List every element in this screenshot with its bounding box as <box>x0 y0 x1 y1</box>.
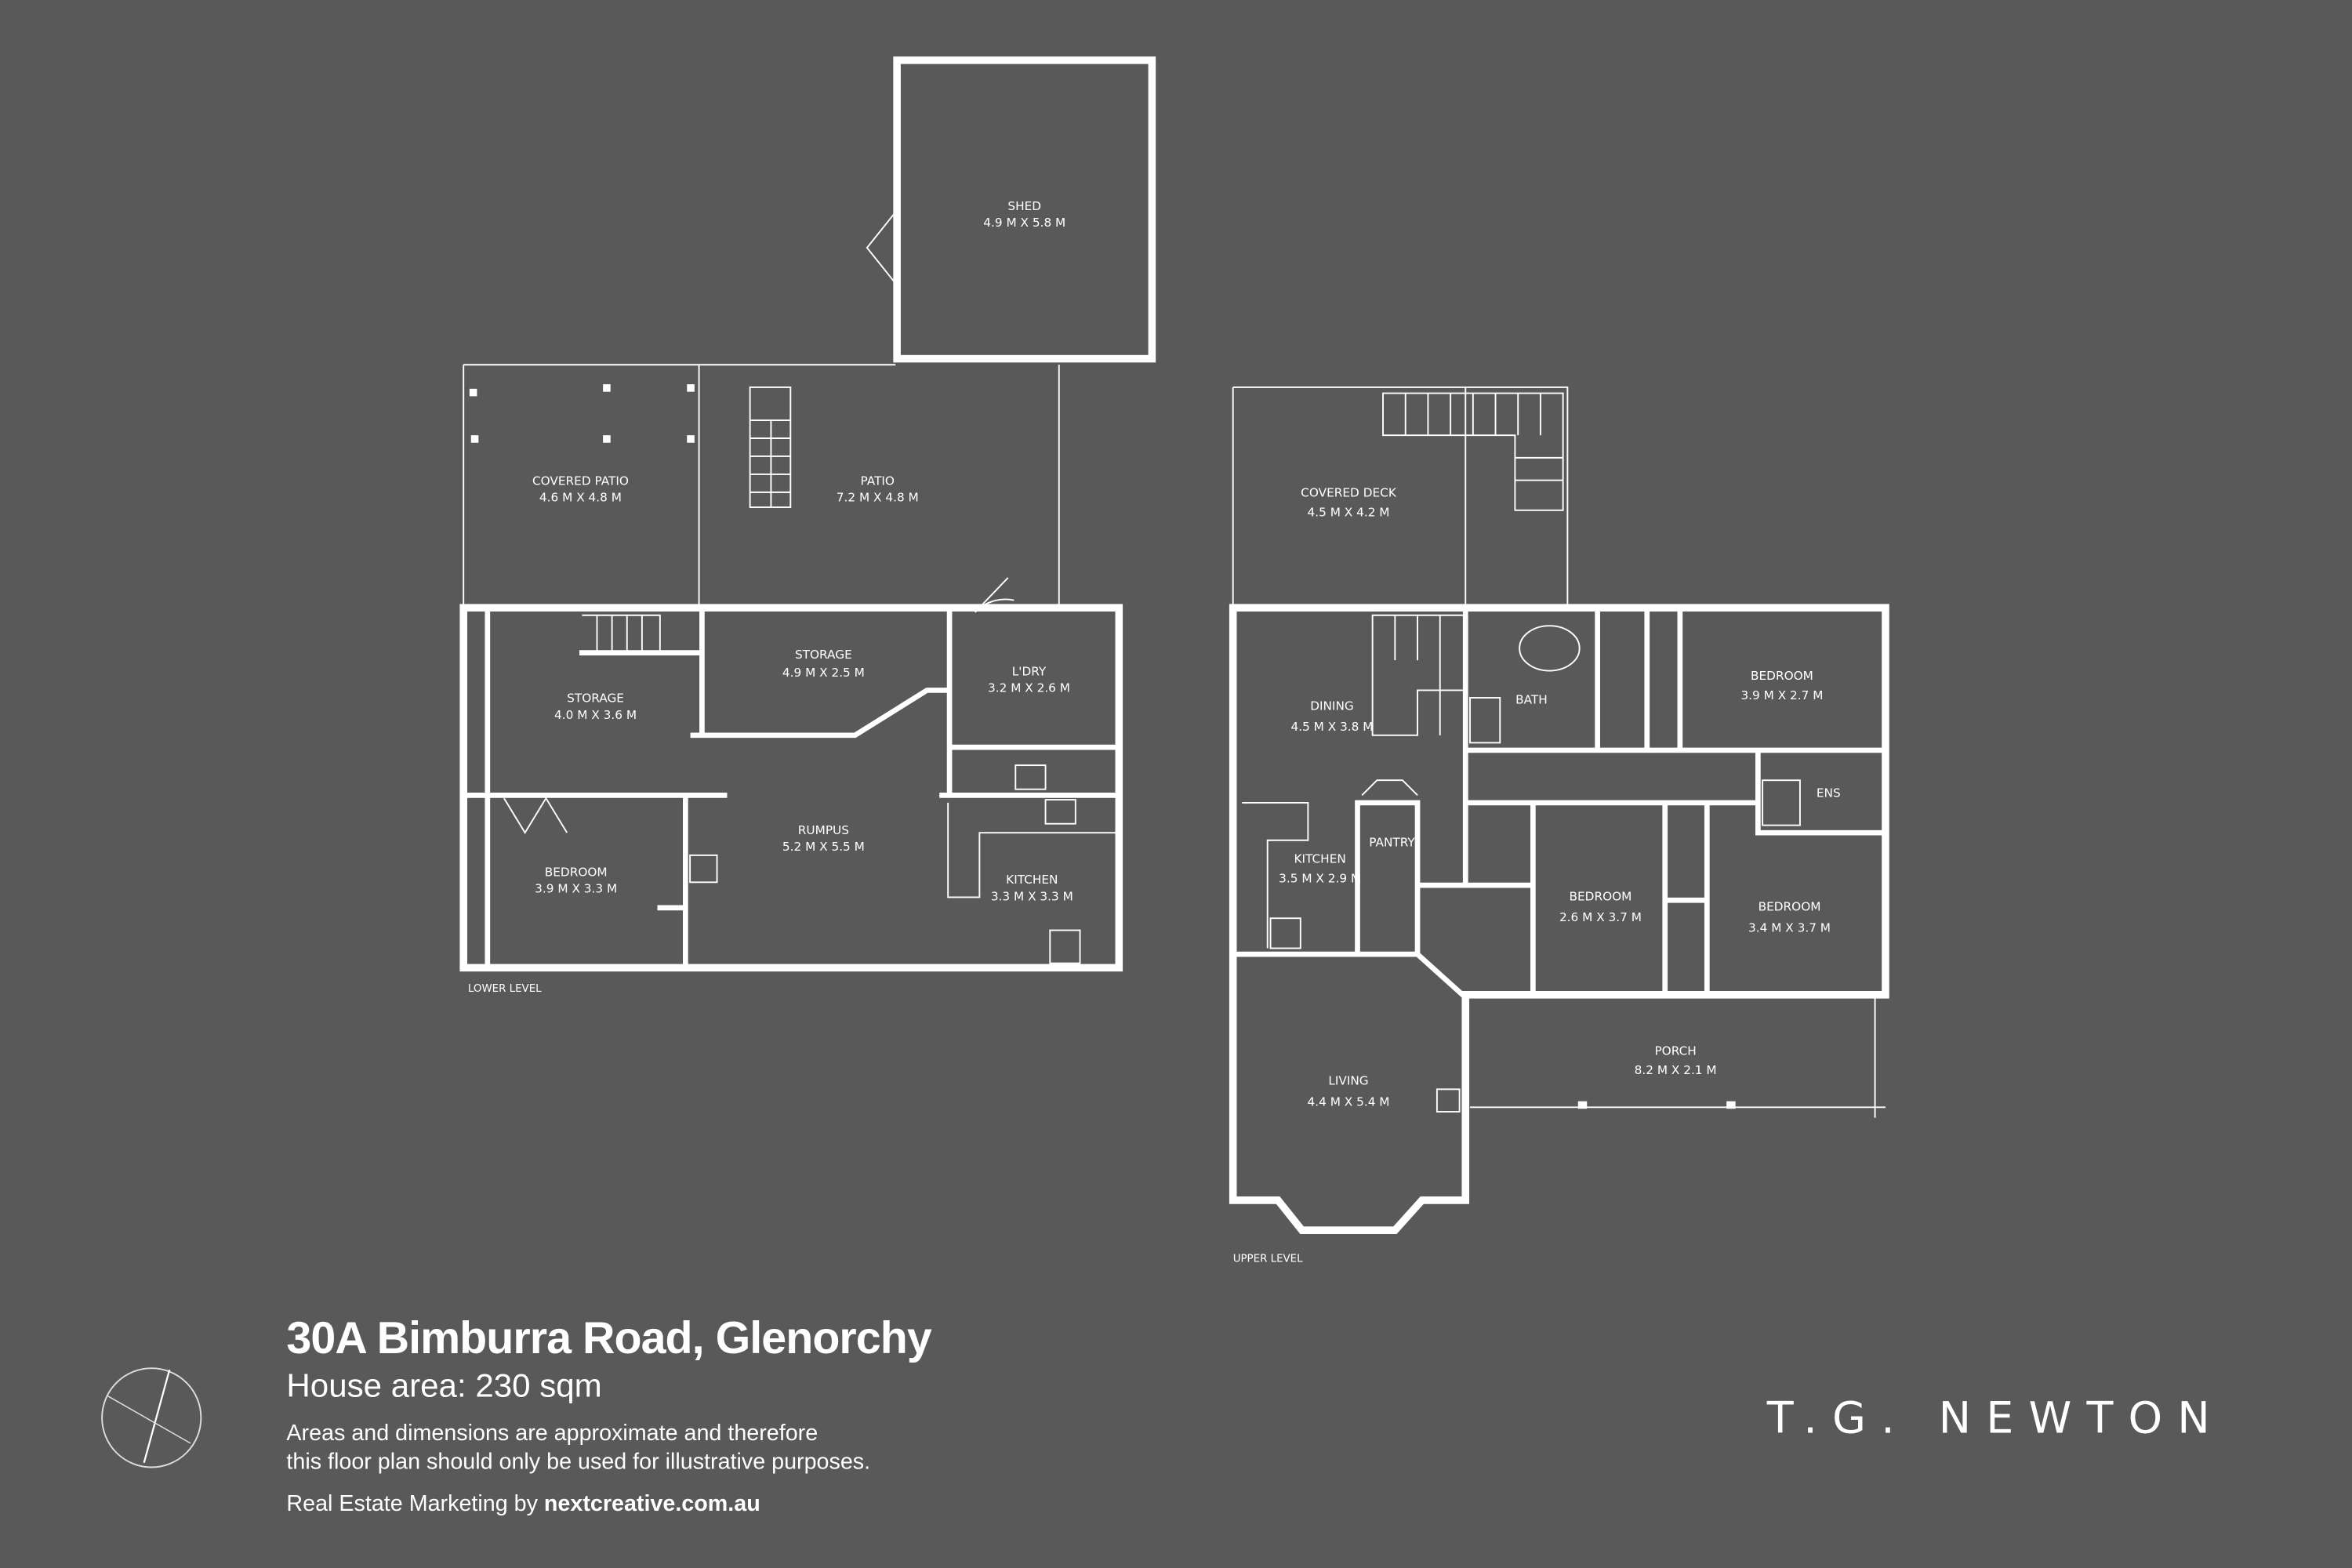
room-name: LIVING <box>1328 1074 1368 1088</box>
patio-stairs <box>749 386 792 508</box>
room-name: SHED <box>1007 199 1041 213</box>
marketing-credit: Real Estate Marketing by nextcreative.co… <box>286 1491 760 1516</box>
lower-outer-walls <box>459 604 1123 972</box>
room-size: 4.9 M X 5.8 M <box>983 216 1065 230</box>
room-name: PATIO <box>861 474 895 488</box>
deck-stairs <box>1382 392 1564 511</box>
house-area: House area: 230 sqm <box>286 1367 601 1404</box>
room-name: BEDROOM <box>1570 889 1632 903</box>
room-name: STORAGE <box>795 648 852 662</box>
shed-walls <box>893 56 1156 363</box>
upper-outer-walls <box>1229 604 1889 1234</box>
brand-logo: T.G. NEWTON <box>1766 1393 2225 1443</box>
room-labels: SHED 4.9 M X 5.8 M COVERED PATIO 4.6 M X… <box>468 199 1841 1265</box>
room-size: 3.4 M X 3.7 M <box>1748 920 1831 935</box>
room-size: 4.9 M X 2.5 M <box>782 666 865 680</box>
room-size: 3.3 M X 3.3 M <box>991 889 1073 903</box>
room-name: ENS <box>1817 786 1841 800</box>
disclaimer-line-1: Areas and dimensions are approximate and… <box>286 1421 818 1446</box>
marketing-site-link[interactable]: nextcreative.com.au <box>544 1491 760 1516</box>
room-size: 4.6 M X 4.8 M <box>539 490 622 504</box>
room-size: 4.0 M X 3.6 M <box>554 708 637 722</box>
room-name: STORAGE <box>567 691 624 706</box>
room-size: 7.2 M X 4.8 M <box>837 490 919 504</box>
room-name: RUMPUS <box>798 823 849 837</box>
upper-level-label: UPPER LEVEL <box>1233 1253 1303 1265</box>
patio-outline <box>463 364 1060 608</box>
room-name: BEDROOM <box>1751 669 1813 683</box>
lower-fixtures <box>503 577 1120 964</box>
room-size: 3.9 M X 3.3 M <box>535 882 617 896</box>
lower-level-plan <box>459 56 1156 972</box>
room-size: 3.9 M X 2.7 M <box>1740 688 1823 702</box>
porch-outline <box>1470 994 1886 1118</box>
room-size: 4.5 M X 4.2 M <box>1308 505 1390 519</box>
room-name: BATH <box>1515 693 1548 707</box>
room-name: DINING <box>1310 699 1354 713</box>
upper-level-plan <box>1229 386 1889 1234</box>
lower-level-label: LOWER LEVEL <box>468 983 542 995</box>
address-title: 30A Bimburra Road, Glenorchy <box>286 1313 931 1363</box>
room-name: KITCHEN <box>1294 851 1346 866</box>
room-name: COVERED DECK <box>1301 486 1397 500</box>
room-name: BEDROOM <box>545 866 608 880</box>
room-size: 4.4 M X 5.4 M <box>1308 1094 1390 1109</box>
room-size: 3.2 M X 2.6 M <box>988 681 1070 695</box>
marketing-prefix: Real Estate Marketing by <box>286 1491 543 1516</box>
upper-fixtures <box>1242 614 1801 1113</box>
room-name: KITCHEN <box>1006 873 1058 887</box>
room-name: L'DRY <box>1012 664 1047 678</box>
room-size: 5.2 M X 5.5 M <box>782 840 865 854</box>
room-name: PORCH <box>1654 1044 1696 1058</box>
shed-door <box>866 209 898 286</box>
room-name: PANTRY <box>1369 835 1415 849</box>
room-size: 8.2 M X 2.1 M <box>1635 1063 1717 1077</box>
room-size: 2.6 M X 3.7 M <box>1559 910 1642 924</box>
room-size: 4.5 M X 3.8 M <box>1290 720 1373 734</box>
upper-interior-walls <box>1230 604 1889 999</box>
deck-outline <box>1232 386 1569 608</box>
room-name: BEDROOM <box>1759 900 1821 914</box>
patio-posts <box>469 384 695 443</box>
disclaimer-line-2: this floor plan should only be used for … <box>286 1449 870 1474</box>
compass-icon <box>101 1367 202 1468</box>
room-name: COVERED PATIO <box>532 474 629 488</box>
room-size: 3.5 M X 2.9 M <box>1279 871 1361 885</box>
